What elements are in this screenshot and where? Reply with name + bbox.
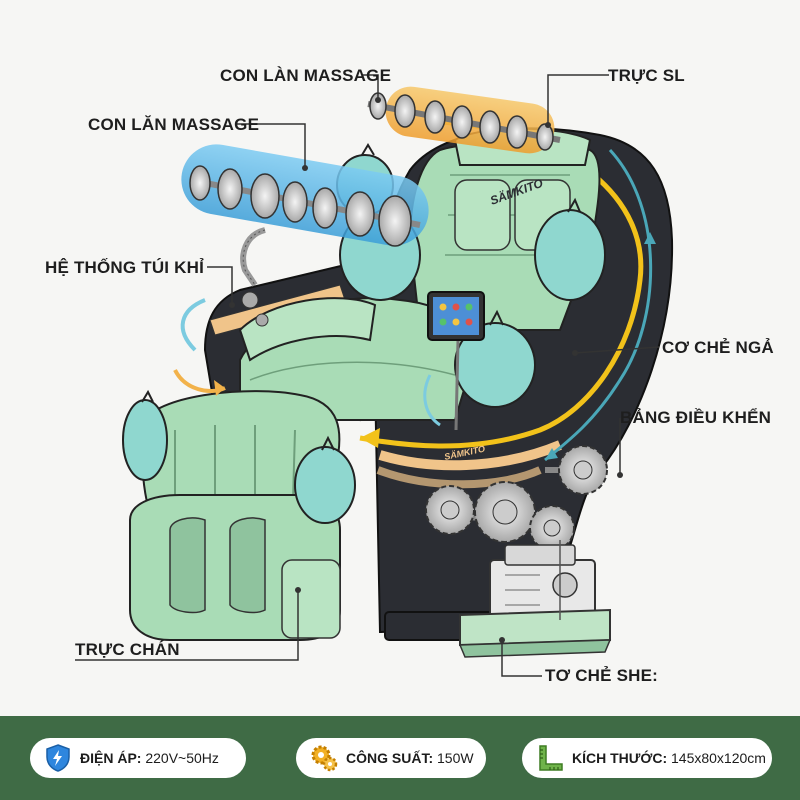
- left-roller-assembly: [181, 144, 429, 327]
- motion-arrows-left: [173, 298, 441, 427]
- massage-chair-diagram: SÄMKITO SÄMKITO: [75, 74, 674, 677]
- ruler-icon: [536, 744, 564, 772]
- label-control-panel: BẢNG ĐIỀU KHỂN: [620, 408, 772, 427]
- spec-voltage-value: 220V~50Hz: [145, 750, 219, 766]
- spec-power-label: CÔNG SUẤT:: [346, 750, 434, 766]
- spec-dimensions-label: KÍCH THƯỚC:: [572, 750, 668, 766]
- gear-mechanism: [425, 445, 612, 658]
- control-tablet: [427, 291, 485, 431]
- gears-icon: [310, 744, 338, 772]
- label-recline-mechanism: CƠ CHẺ NGẢ: [662, 338, 774, 357]
- top-roller-assembly: [367, 86, 561, 154]
- leader-dots: [229, 97, 623, 643]
- spec-voltage: ĐIỆN ÁP: 220V~50Hz: [30, 738, 246, 778]
- shield-lightning-icon: [44, 744, 72, 772]
- spec-dimensions-value: 145x80x120cm: [671, 750, 766, 766]
- label-motor: TƠ CHẺ SHE:: [545, 666, 659, 685]
- label-airbag-system: HỆ THỐNG TÚI KHỈ: [45, 258, 205, 277]
- leader-lines: [75, 74, 660, 677]
- spec-voltage-label: ĐIỆN ÁP:: [80, 750, 142, 766]
- spec-power-value: 150W: [437, 750, 474, 766]
- label-top-roller: CON LÀN MASSAGE: [220, 66, 392, 85]
- spec-dimensions: KÍCH THƯỚC: 145x80x120cm: [522, 738, 772, 778]
- airbags: [122, 143, 606, 524]
- label-foot-axis: TRỰC CHÁN: [75, 640, 180, 659]
- spec-footer: ĐIỆN ÁP: 220V~50Hz CÔNG SUẤT: 150W KÍC: [0, 716, 800, 800]
- label-left-roller: CON LĂN MASSAGE: [88, 115, 260, 134]
- spec-power: CÔNG SUẤT: 150W: [296, 738, 486, 778]
- label-top-axis: TRỰC SL: [608, 66, 685, 85]
